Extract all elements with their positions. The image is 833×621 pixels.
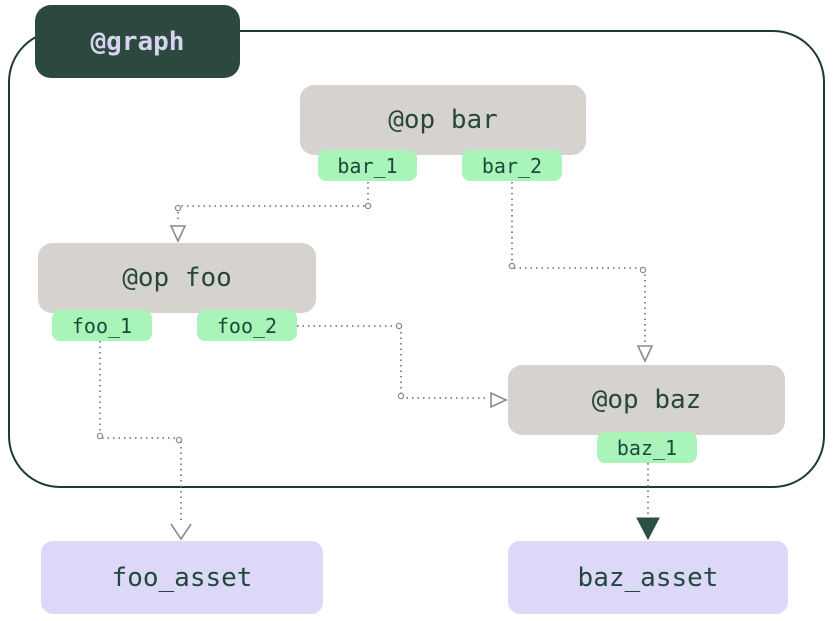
- edge-line: [177, 182, 369, 223]
- output-tag-foo-1: foo_1: [52, 310, 152, 341]
- asset-node-baz-asset: baz_asset: [508, 541, 788, 614]
- op-node-foo: @op foo: [38, 243, 316, 313]
- edge-foo2-to-op-baz: [297, 322, 508, 409]
- asset-node-foo-asset: foo_asset: [41, 541, 323, 614]
- op-baz-label: @op baz: [591, 385, 702, 415]
- output-tag-bar-2: bar_2: [462, 150, 562, 181]
- filled-arrowhead-icon: [636, 517, 660, 541]
- bend-dot: [639, 266, 647, 274]
- output-tag-bar-1: bar_1: [318, 150, 417, 181]
- bend-dot: [174, 204, 182, 212]
- bend-dot: [96, 432, 104, 440]
- edge-bar1-to-op-foo: [169, 182, 372, 243]
- edge-foo1-to-foo-asset: [96, 341, 192, 541]
- open-arrowhead-icon: [636, 345, 654, 363]
- bend-dot: [397, 392, 405, 400]
- edge-bar2-to-op-baz: [508, 182, 654, 363]
- output-tag-baz-1-label: baz_1: [616, 435, 678, 460]
- output-tag-foo-1-label: foo_1: [71, 313, 133, 338]
- asset-foo-label: foo_asset: [111, 562, 253, 593]
- bend-dot: [395, 322, 403, 330]
- edge-baz1-to-baz-asset: [636, 463, 660, 541]
- op-node-bar: @op bar: [300, 85, 586, 155]
- output-tag-baz-1: baz_1: [597, 432, 697, 463]
- open-arrowhead-icon: [169, 225, 187, 243]
- output-tag-bar-2-label: bar_2: [481, 153, 543, 178]
- op-foo-label: @op foo: [122, 263, 232, 293]
- output-tag-foo-2-label: foo_2: [216, 313, 278, 338]
- output-tag-foo-2: foo_2: [197, 310, 297, 341]
- bend-dot: [508, 262, 516, 270]
- graph-label-text: @graph: [90, 26, 185, 57]
- bend-dot: [364, 202, 372, 210]
- open-chevron-arrowhead-icon: [170, 523, 192, 541]
- bend-dot: [175, 436, 183, 444]
- op-node-baz: @op baz: [508, 365, 785, 435]
- open-arrowhead-icon: [490, 391, 508, 409]
- edge-line: [511, 182, 646, 344]
- asset-baz-label: baz_asset: [577, 562, 719, 593]
- edge-line: [297, 325, 489, 399]
- edge-line: [99, 341, 182, 522]
- output-tag-bar-1-label: bar_1: [337, 153, 398, 178]
- op-bar-label: @op bar: [388, 105, 498, 135]
- graph-boundary: [8, 30, 825, 488]
- graph-label: @graph: [35, 5, 240, 78]
